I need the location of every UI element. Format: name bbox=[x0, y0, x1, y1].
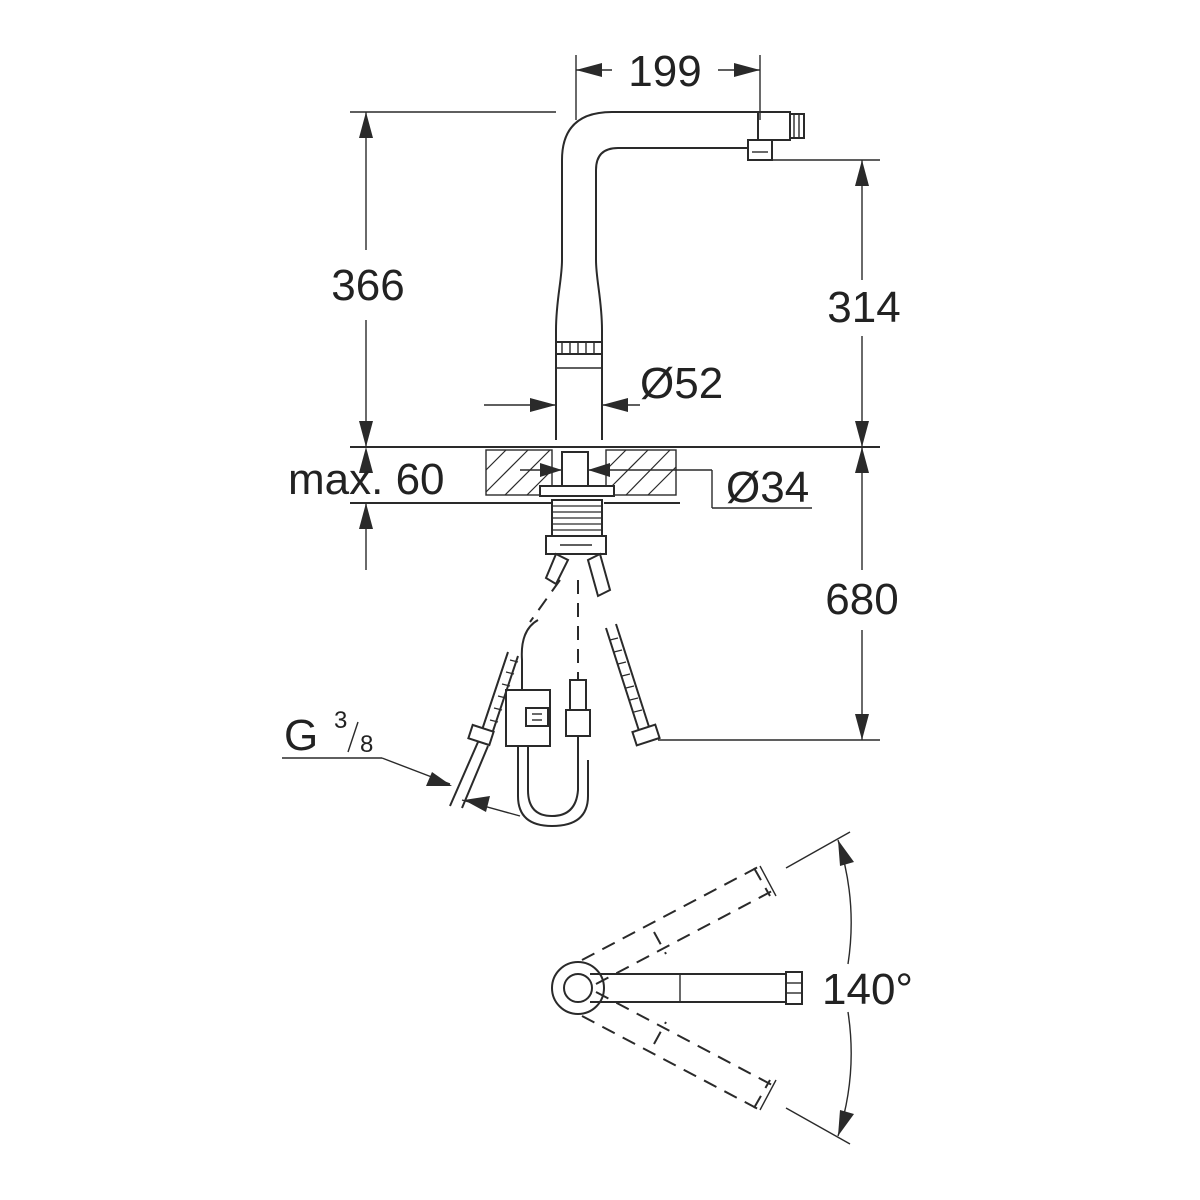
mounting-washer bbox=[539, 485, 615, 497]
countertop bbox=[350, 446, 880, 504]
spout-head bbox=[757, 111, 791, 141]
body-diameter-label: Ø52 bbox=[640, 359, 723, 408]
dimension-lines bbox=[282, 55, 880, 817]
spout-height-label: 314 bbox=[827, 283, 900, 332]
spout-outlet bbox=[747, 139, 773, 161]
base-circle bbox=[551, 961, 605, 1015]
connection-thread-slash bbox=[347, 721, 359, 753]
swivel-angle-label: 140° bbox=[822, 965, 913, 1014]
faucet-top-view bbox=[551, 831, 854, 1145]
mounting-shank bbox=[561, 451, 589, 487]
connection-thread-denominator: 8 bbox=[360, 731, 373, 758]
spray-face bbox=[789, 113, 805, 139]
dimension-labels: 199 366 314 Ø52 max. 60 Ø34 680 G 3 8 14… bbox=[284, 47, 913, 1014]
under-counter-hardware bbox=[449, 499, 661, 828]
spout-reach-label: 199 bbox=[628, 47, 701, 96]
total-height-label: 366 bbox=[331, 261, 404, 310]
body-ring bbox=[555, 341, 603, 355]
connection-thread-label: G bbox=[284, 711, 318, 760]
connection-thread-numerator: 3 bbox=[334, 707, 347, 734]
max-deck-thickness-label: max. 60 bbox=[288, 455, 445, 504]
hose-length-label: 680 bbox=[825, 575, 898, 624]
hole-diameter-label: Ø34 bbox=[726, 463, 809, 512]
